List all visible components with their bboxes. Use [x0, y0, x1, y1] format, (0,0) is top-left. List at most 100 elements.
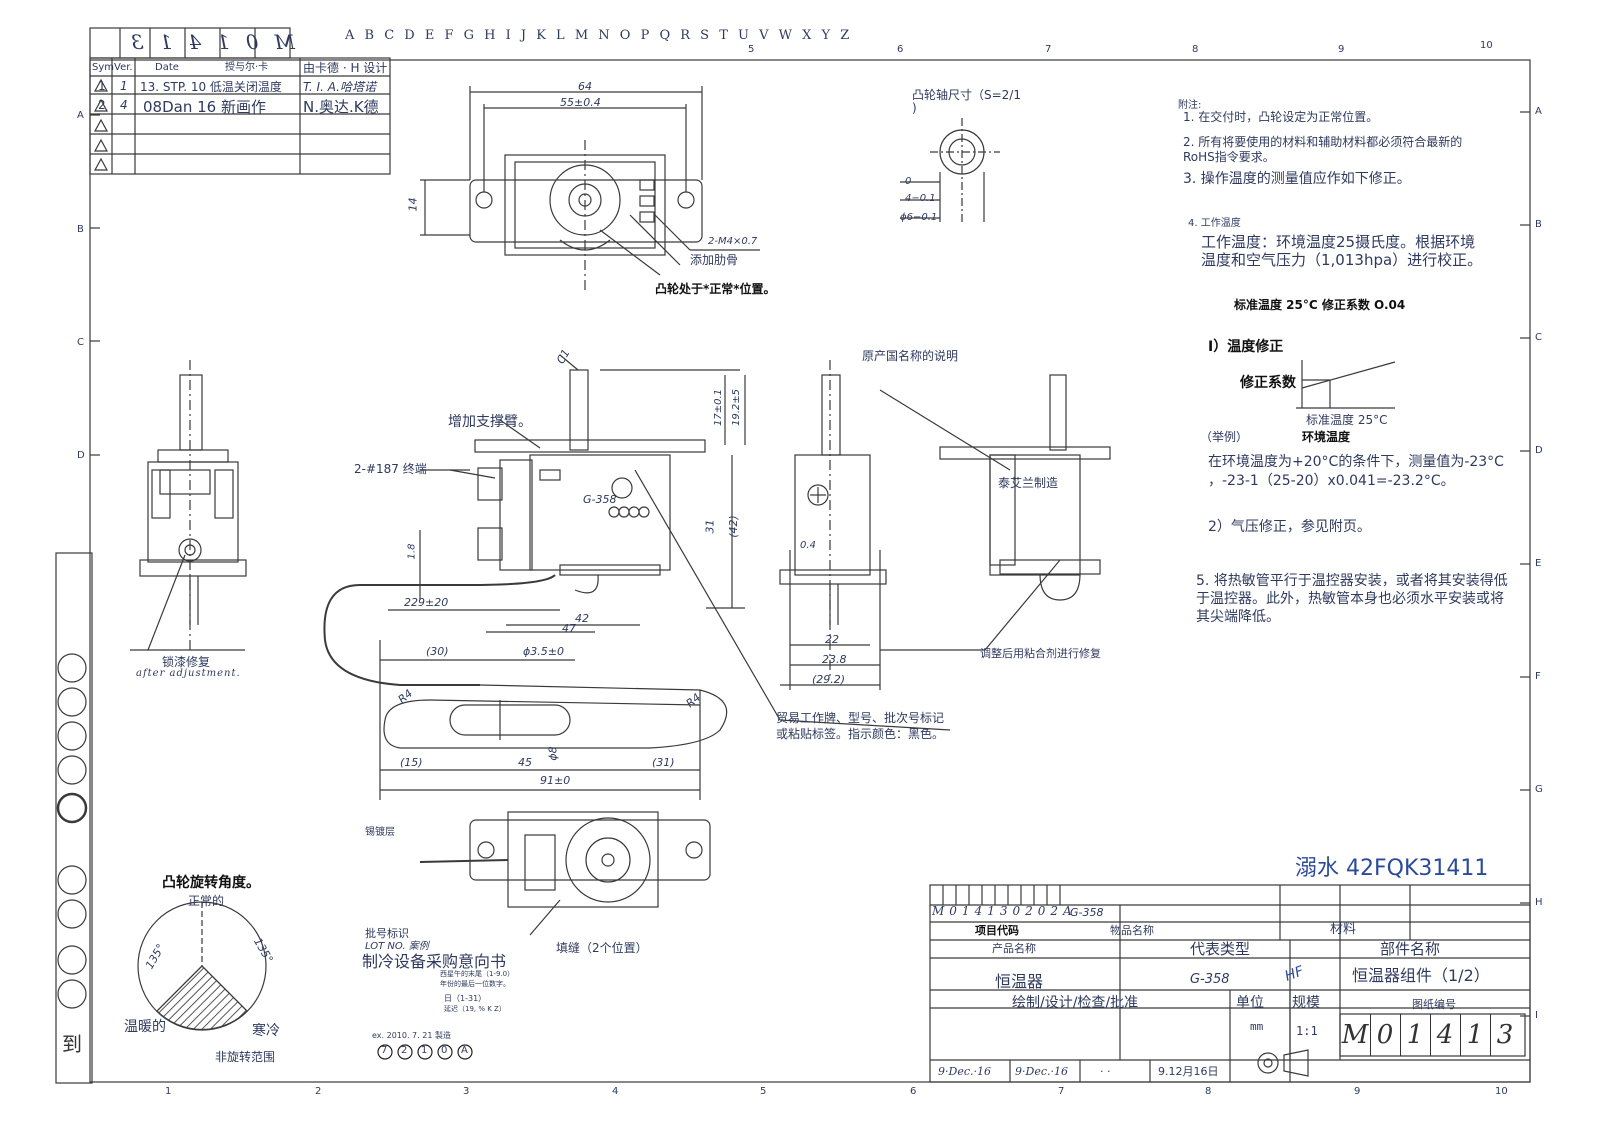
bottom-number-8: 8 [1205, 1086, 1212, 1097]
label-after-adjustment: after adjustment. [136, 668, 241, 679]
note-5a: 5. 将热敏管平行于温控器安装，或者将其安装得低 [1196, 573, 1508, 589]
note-std-temp: 标准温度 25°C 修正系数 O.04 [1234, 298, 1406, 312]
bottom-number-10: 10 [1495, 1086, 1508, 1097]
row-letter-g: G [1535, 784, 1543, 795]
tb-thermostat: 恒温器 [995, 972, 1044, 991]
left-margin-label: 到 [62, 1032, 82, 1056]
note-temp-correction: I）温度修正 [1208, 339, 1284, 355]
dim-0-4: 0.4 [800, 540, 816, 551]
dim-17: 17±0.1 [713, 388, 725, 427]
bottom-number-6: 6 [910, 1086, 917, 1097]
batch-code-4: 0 [441, 1045, 448, 1056]
bottom-number-1: 1 [165, 1086, 172, 1097]
label-model-g358: G-358 [583, 493, 617, 506]
shaft-title: 凸轮轴尺寸（S=2/1 [912, 88, 1021, 102]
tb-part-name: 部件名称 [1380, 940, 1441, 958]
dim-phi-8: ϕ8 [546, 746, 560, 761]
rev-row1-desc: 13. STP. 10 低温关闭温度 [140, 80, 282, 94]
dim-22: 22 [825, 633, 839, 646]
row-letter-e: E [1535, 558, 1542, 569]
rev-col-ver: Ver. [114, 62, 133, 73]
dim-31: 31 [703, 519, 717, 534]
tb-drawing-number-1: M [1340, 1014, 1371, 1056]
chart-std-temp-label: 标准温度 25°C [1306, 413, 1388, 427]
shaft-title-close: ) [912, 101, 917, 115]
top-number-10: 10 [1480, 40, 1493, 51]
revision-drawing-number: M01413 [114, 30, 295, 54]
dim-14: 14 [406, 197, 420, 212]
bottom-number-3: 3 [463, 1086, 470, 1097]
rev-row1-by: T. I. A.哈塔诺 [303, 80, 376, 94]
tb-drawing-number-3: 1 [1400, 1014, 1431, 1056]
note-2b: RoHS指令要求。 [1183, 150, 1275, 164]
note-example-2: ，-23-1（25-20）x0.041=-23.2°C。 [1208, 473, 1455, 489]
note-2a: 2. 所有将要使用的材料和辅助材料都必须符合最新的 [1183, 135, 1463, 149]
left-binding-strip [55, 552, 93, 1084]
tb-item-name: 物品名称 [1110, 924, 1154, 937]
dim-42: 42 [575, 612, 589, 625]
label-terminal: 2-#187 终端 [354, 462, 427, 476]
notes-heading: 附注: [1178, 100, 1202, 111]
dim-15-ref: (15) [400, 756, 423, 769]
tb-assembly: 恒温器组件（1/2） [1352, 966, 1490, 985]
row-letter-f: F [1535, 671, 1541, 682]
tb-scale: 规模 [1292, 995, 1320, 1011]
note-example: （举例） [1200, 430, 1249, 444]
front-view-drawing [323, 354, 951, 800]
shaft-detail-drawing [900, 118, 1000, 225]
cam-normal-label: 正常的 [188, 894, 225, 908]
tb-drawing-no-label: 图纸编号 [1412, 998, 1456, 1011]
label-tin-plating: 锡镀层 [365, 827, 395, 838]
shaft-dim-4: 4−0.1 [905, 193, 936, 204]
note-example-1: 在环境温度为+20°C的条件下，测量值为-23°C [1208, 454, 1504, 470]
tb-date-1: 9·Dec.·16 [938, 1065, 991, 1078]
correction-chart [1296, 360, 1396, 409]
rev-row2-ver: 4 [120, 98, 128, 112]
cam-angle-title: 凸轮旋转角度。 [162, 875, 260, 891]
rev-col-by: 由卡德 · H 设计 [303, 61, 388, 75]
bottom-number-2: 2 [315, 1086, 322, 1097]
batch-code-circles [377, 1044, 473, 1060]
tb-code: M014130202A [932, 904, 1077, 918]
column-letter-scale: A B C D E F G H I J K L M N O P Q R S T … [345, 28, 853, 43]
row-letter-h: H [1535, 897, 1543, 908]
batch-label: 批号标识 [365, 927, 409, 940]
tb-draw-label: 绘制/设计/检查/批准 [1012, 995, 1139, 1011]
tb-date-3: 9.12月16日 [1158, 1065, 1219, 1078]
top-number-7: 7 [1045, 44, 1052, 55]
dim-23-8: 23.8 [822, 653, 847, 666]
note-5c: 其尖端降低。 [1196, 609, 1280, 625]
tb-material: 材料 [1330, 922, 1357, 937]
dim-45: 45 [518, 756, 532, 769]
label-caulking: 填缝（2个位置） [556, 941, 648, 955]
row-letter-b: B [1535, 219, 1542, 230]
rev-row2-sym: 2 [98, 98, 106, 112]
dim-m4: 2-M4×0.7 [708, 236, 758, 247]
label-origin-country: 原产国名称的说明 [862, 349, 959, 363]
dim-64: 64 [578, 80, 592, 93]
rev-col-sym: Sym [92, 62, 115, 73]
tb-drawing-number-4: 4 [1430, 1014, 1461, 1056]
dim-19: 19.2±5 [731, 388, 743, 427]
bottom-number-4: 4 [612, 1086, 619, 1097]
cam-non-rotation-label: 非旋转范围 [215, 1050, 276, 1064]
tb-unit-value: mm [1250, 1020, 1264, 1033]
top-number-6: 6 [897, 44, 904, 55]
right-side-view [779, 360, 887, 690]
batch-code-1: 7 [381, 1045, 388, 1056]
top-number-5: 5 [748, 44, 755, 55]
batch-line-4: 延迟（19, % K Z） [444, 1005, 506, 1013]
tb-drawing-number-6: 3 [1496, 1020, 1514, 1050]
label-adhesive-fix: 调整后用粘合剂进行修复 [980, 647, 1101, 660]
note-4: 4. 工作温度 [1188, 218, 1241, 229]
batch-code-2: 2 [401, 1045, 408, 1056]
dim-29-2: (29.2) [812, 673, 846, 686]
tb-code-suffix: G-358 [1070, 906, 1104, 919]
label-made-in-thailand: 泰艾兰制造 [998, 476, 1059, 490]
batch-example: ex. 2010. 7. 21 製造 [372, 1031, 451, 1040]
revision-block [89, 27, 391, 175]
dim-47: 47 [562, 622, 576, 635]
row-letter-c-left: C [77, 337, 84, 348]
row-letter-d: D [1535, 445, 1543, 456]
